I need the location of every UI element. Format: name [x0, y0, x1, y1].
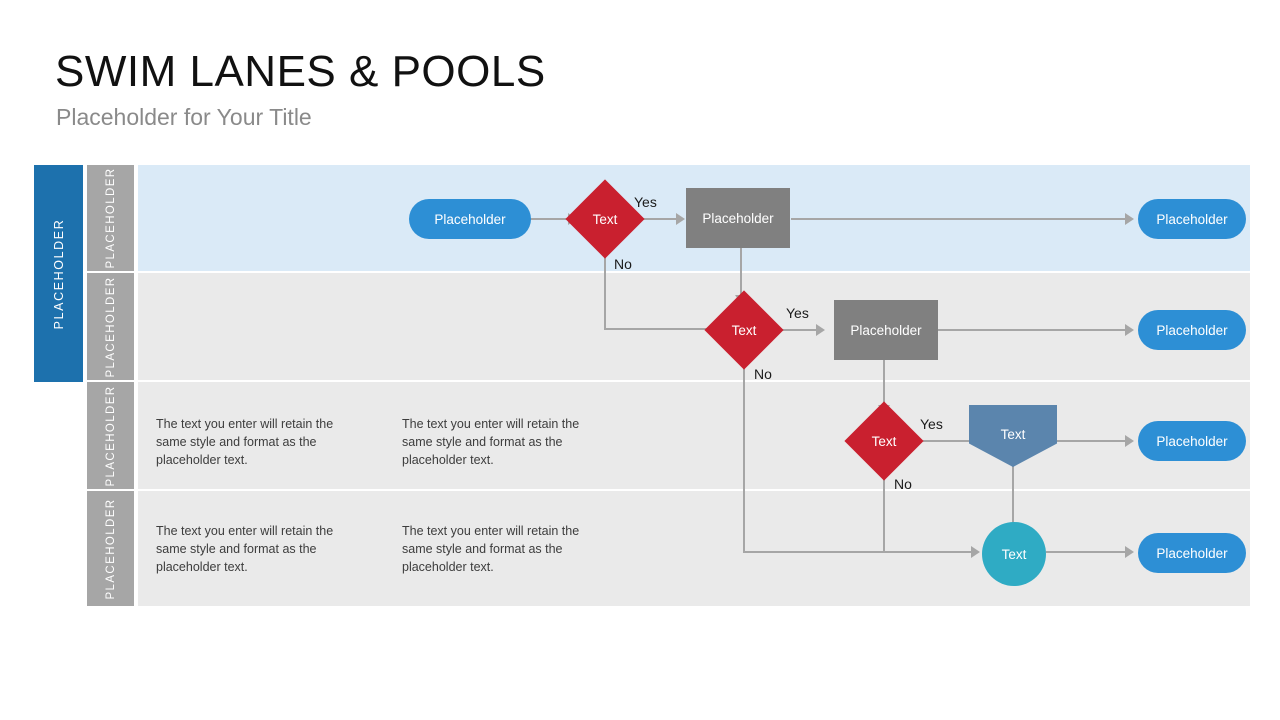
edge-label-l3-no: No: [894, 476, 912, 492]
node-lane1-end[interactable]: Placeholder: [1138, 199, 1246, 239]
pool-header: PLACEHOLDER: [34, 165, 83, 382]
page-subtitle: Placeholder for Your Title: [56, 104, 312, 130]
connector-l2-process-down: [883, 359, 885, 407]
node-lane2-end[interactable]: Placeholder: [1138, 310, 1246, 350]
lane-header-label-1: PLACEHOLDER: [104, 167, 117, 269]
node-label: Placeholder: [1156, 211, 1228, 227]
node-label: Text: [592, 211, 618, 227]
node-label: Placeholder: [850, 322, 922, 338]
connector-l1-yes: [640, 218, 678, 220]
node-label: Placeholder: [702, 210, 774, 226]
arrowhead-l1-end: [1125, 213, 1134, 225]
arrowhead-l2-end: [1125, 324, 1134, 336]
node-lane4-end[interactable]: Placeholder: [1138, 533, 1246, 573]
page-title: SWIM LANES & POOLS: [55, 47, 546, 96]
lane-header-label-3: PLACEHOLDER: [104, 384, 117, 487]
connector-l1-no-horizontal: [604, 328, 719, 330]
connector-l3-yes: [923, 440, 983, 442]
node-lane1-process[interactable]: Placeholder: [686, 188, 790, 248]
node-lane1-decision[interactable]: Text: [565, 179, 645, 259]
arrowhead-l3-end: [1125, 435, 1134, 447]
node-lane2-process[interactable]: Placeholder: [834, 300, 938, 360]
connector-l3-no-vertical: [883, 470, 885, 551]
edge-label-l1-yes: Yes: [634, 194, 657, 210]
lane3-paragraph-1: The text you enter will retain the same …: [156, 417, 334, 467]
node-lane1-start[interactable]: Placeholder: [409, 199, 531, 239]
connector-l4-merge-horizontal: [743, 551, 973, 553]
node-lane4-circle[interactable]: Text: [982, 522, 1046, 586]
arrowhead-l2-process: [816, 324, 825, 336]
lane-header-label-2: PLACEHOLDER: [104, 275, 117, 378]
node-lane3-decision[interactable]: Text: [844, 401, 924, 481]
edge-label-l1-no: No: [614, 256, 632, 272]
lane-body-3: [138, 382, 1250, 489]
node-label: Placeholder: [1156, 545, 1228, 561]
lane-body-4: [138, 491, 1250, 606]
node-label: Placeholder: [434, 211, 506, 227]
lane-header-1[interactable]: PLACEHOLDER: [87, 165, 134, 271]
connector-l4-circle-to-end: [1046, 551, 1128, 553]
connector-l2-no-vertical: [743, 359, 745, 551]
lane-header-4[interactable]: PLACEHOLDER: [87, 491, 134, 606]
node-label: Text: [1000, 427, 1026, 442]
lane3-paragraph-2: The text you enter will retain the same …: [402, 417, 580, 467]
connector-l3-extract-down: [1012, 466, 1014, 530]
lane-header-3[interactable]: PLACEHOLDER: [87, 382, 134, 489]
lane-body-2: [138, 273, 1250, 380]
edge-label-l3-yes: Yes: [920, 416, 943, 432]
node-label: Placeholder: [1156, 433, 1228, 449]
arrowhead-l4-circle: [971, 546, 980, 558]
connector-l3-extract-to-end: [1056, 440, 1128, 442]
node-label: Text: [731, 322, 757, 338]
lane4-paragraph-1: The text you enter will retain the same …: [156, 524, 334, 574]
arrowhead-l1-process: [676, 213, 685, 225]
connector-l1-process-to-end: [791, 218, 1131, 220]
connector-l2-process-to-end: [938, 329, 1131, 331]
pool-label: PLACEHOLDER: [51, 218, 66, 329]
node-label: Text: [871, 433, 897, 449]
lane-header-label-4: PLACEHOLDER: [104, 497, 117, 600]
connector-l1-start-to-decision: [530, 218, 570, 220]
node-label: Placeholder: [1156, 322, 1228, 338]
connector-l2-yes: [780, 329, 818, 331]
arrowhead-l4-end: [1125, 546, 1134, 558]
lane4-paragraph-2: The text you enter will retain the same …: [402, 524, 580, 574]
connector-l1-process-down: [740, 247, 742, 297]
node-lane3-end[interactable]: Placeholder: [1138, 421, 1246, 461]
edge-label-l2-yes: Yes: [786, 305, 809, 321]
edge-label-l2-no: No: [754, 366, 772, 382]
swimlane-diagram: PLACEHOLDER PLACEHOLDER PLACEHOLDER PLAC…: [34, 165, 1250, 606]
node-label: Text: [1001, 546, 1027, 562]
lane-header-2[interactable]: PLACEHOLDER: [87, 273, 134, 380]
connector-l1-no-vertical: [604, 247, 606, 330]
node-lane2-decision[interactable]: Text: [704, 290, 784, 370]
